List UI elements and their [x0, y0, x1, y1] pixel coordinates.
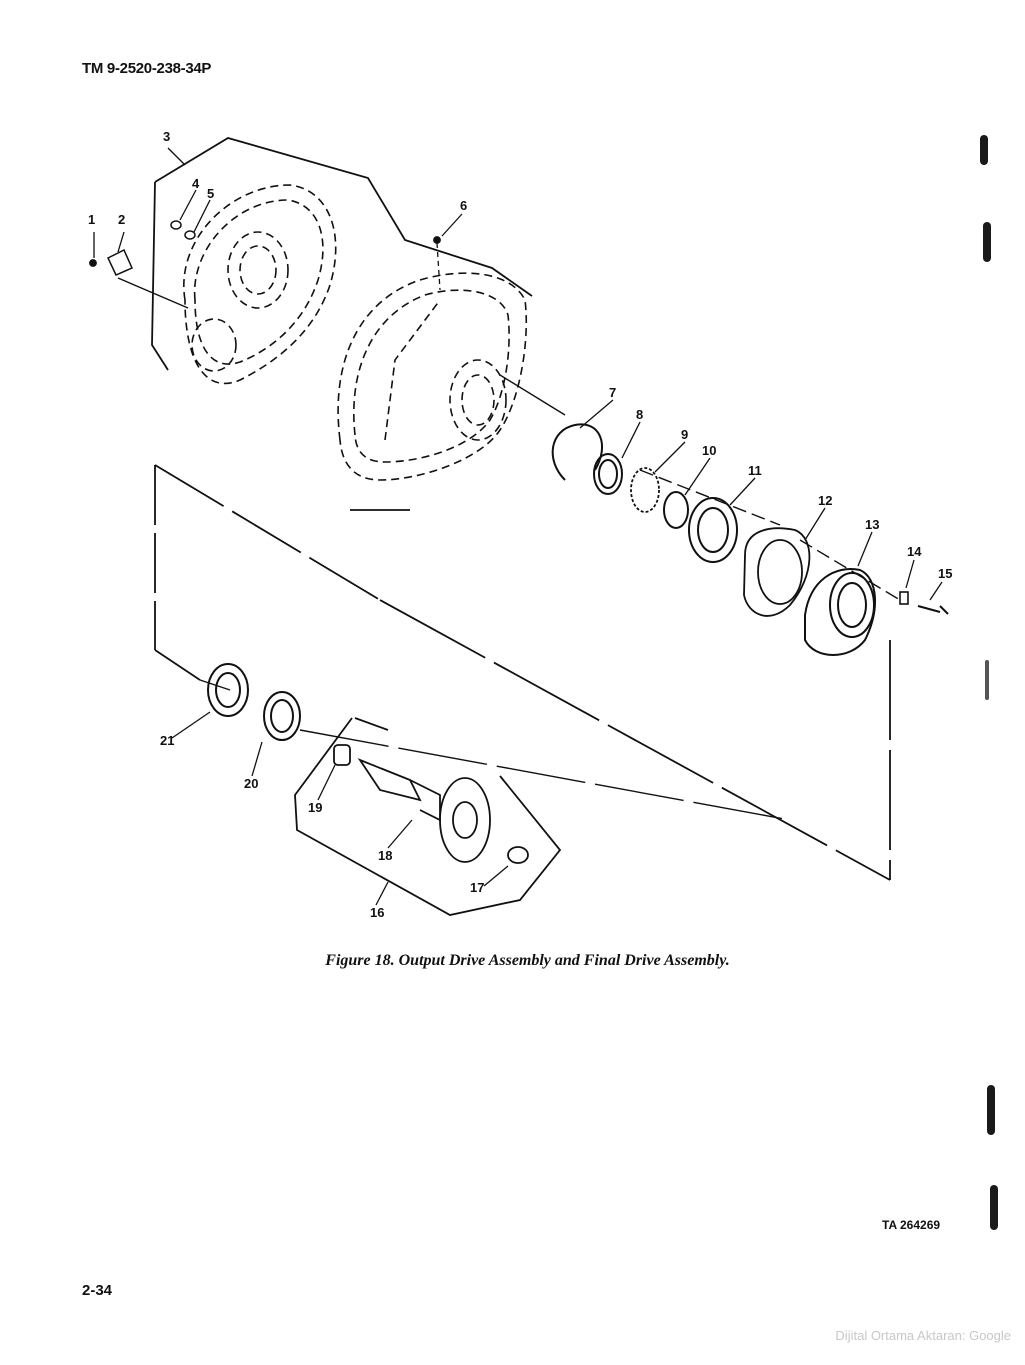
seal-item-21 — [207, 663, 249, 717]
gear-item-9 — [630, 467, 660, 513]
ring-item-10 — [663, 491, 689, 529]
bracket-item-3 — [154, 137, 533, 297]
gasket-item-12 — [743, 527, 811, 617]
callout-15: 15 — [938, 566, 952, 581]
callout-13: 13 — [865, 517, 879, 532]
binding-mark — [980, 135, 988, 165]
cap-item-17 — [507, 846, 529, 864]
page-number: 2-34 — [82, 1282, 113, 1299]
callout-1: 1 — [88, 212, 95, 227]
callout-7: 7 — [609, 385, 616, 400]
callout-19: 19 — [308, 800, 322, 815]
seal-item-11 — [688, 497, 738, 563]
callout-2: 2 — [118, 212, 125, 227]
lockwasher-item-14 — [899, 591, 909, 605]
figure-caption: Figure 18. Output Drive Assembly and Fin… — [325, 952, 730, 969]
ta-number: TA 264269 — [882, 1218, 941, 1232]
snap-ring-item-7 — [551, 423, 604, 481]
binding-mark — [990, 1185, 998, 1230]
callout-3: 3 — [163, 129, 170, 144]
callout-17: 17 — [470, 880, 484, 895]
plug-item-19 — [333, 744, 351, 766]
bracket-item-16 — [354, 717, 389, 731]
bearing-item-8 — [593, 453, 623, 495]
pin-item-1 — [89, 259, 97, 267]
callout-9: 9 — [681, 427, 688, 442]
main-axis-line — [499, 374, 566, 416]
callout-14: 14 — [907, 544, 922, 559]
callout-numbers: 1 2 3 4 5 6 7 8 9 10 11 12 13 14 15 16 1… — [88, 129, 952, 920]
document-id: TM 9-2520-238-34P — [82, 60, 212, 77]
callout-12: 12 — [818, 493, 832, 508]
binding-mark — [983, 222, 991, 262]
callout-8: 8 — [636, 407, 643, 422]
callout-16: 16 — [370, 905, 384, 920]
screw-washer-4-5 — [170, 220, 196, 240]
screw-item-15 — [917, 605, 949, 615]
callout-11: 11 — [748, 463, 762, 478]
callout-6: 6 — [460, 198, 467, 213]
watermark: Dijital Ortama Aktaran: Google — [835, 1328, 1011, 1343]
plate-item-2 — [107, 248, 133, 276]
retainer-item-13 — [804, 568, 876, 656]
leader-lines — [93, 147, 943, 906]
callout-10: 10 — [702, 443, 716, 458]
drive-housing — [337, 272, 528, 481]
cover-housing — [183, 184, 337, 385]
callout-4: 4 — [192, 176, 200, 191]
bearing-cup-item-20 — [263, 691, 301, 741]
callout-18: 18 — [378, 848, 392, 863]
binding-mark — [987, 1085, 995, 1135]
shaft-item-18 — [357, 758, 491, 863]
callout-21: 21 — [160, 733, 174, 748]
binding-mark — [985, 660, 989, 700]
callout-5: 5 — [207, 186, 214, 201]
callout-20: 20 — [244, 776, 258, 791]
